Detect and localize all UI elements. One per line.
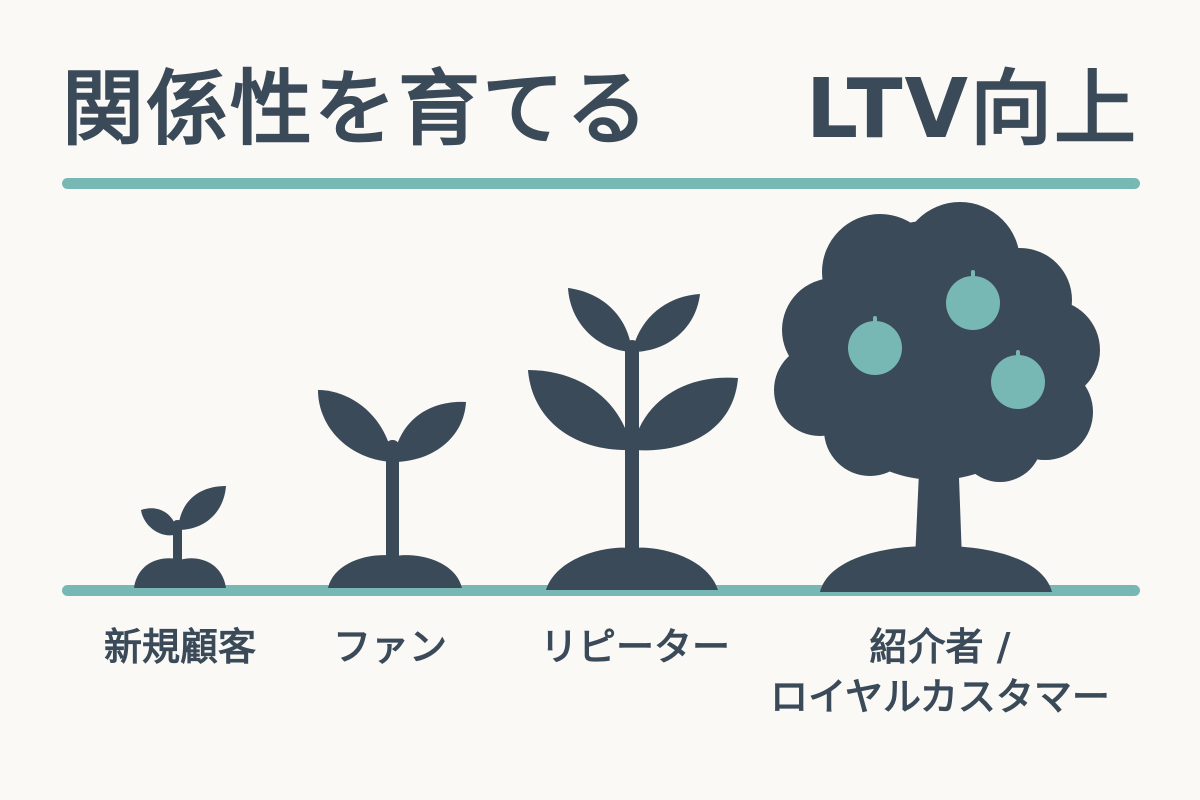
page-title: 関係性を育てる bbox=[62, 62, 651, 157]
stage-label-repeater: リピーター bbox=[539, 625, 730, 669]
stage-label-new-customer: 新規顧客 bbox=[103, 625, 256, 669]
stage-label-fan: ファン bbox=[332, 625, 447, 669]
seedling-icon bbox=[318, 390, 466, 588]
fruit-icon bbox=[946, 276, 1000, 330]
fruit-icon bbox=[991, 355, 1045, 409]
sprout-icon bbox=[134, 486, 226, 588]
young-plant-icon bbox=[528, 288, 738, 590]
stage-label-loyal-customer: 紹介者 / ロイヤルカスタマー bbox=[770, 625, 1110, 719]
fruit-tree-icon bbox=[774, 202, 1100, 592]
fruit-icon bbox=[848, 321, 902, 375]
page-subtitle-ltv: LTV向上 bbox=[805, 62, 1138, 157]
header-divider bbox=[62, 178, 1140, 189]
